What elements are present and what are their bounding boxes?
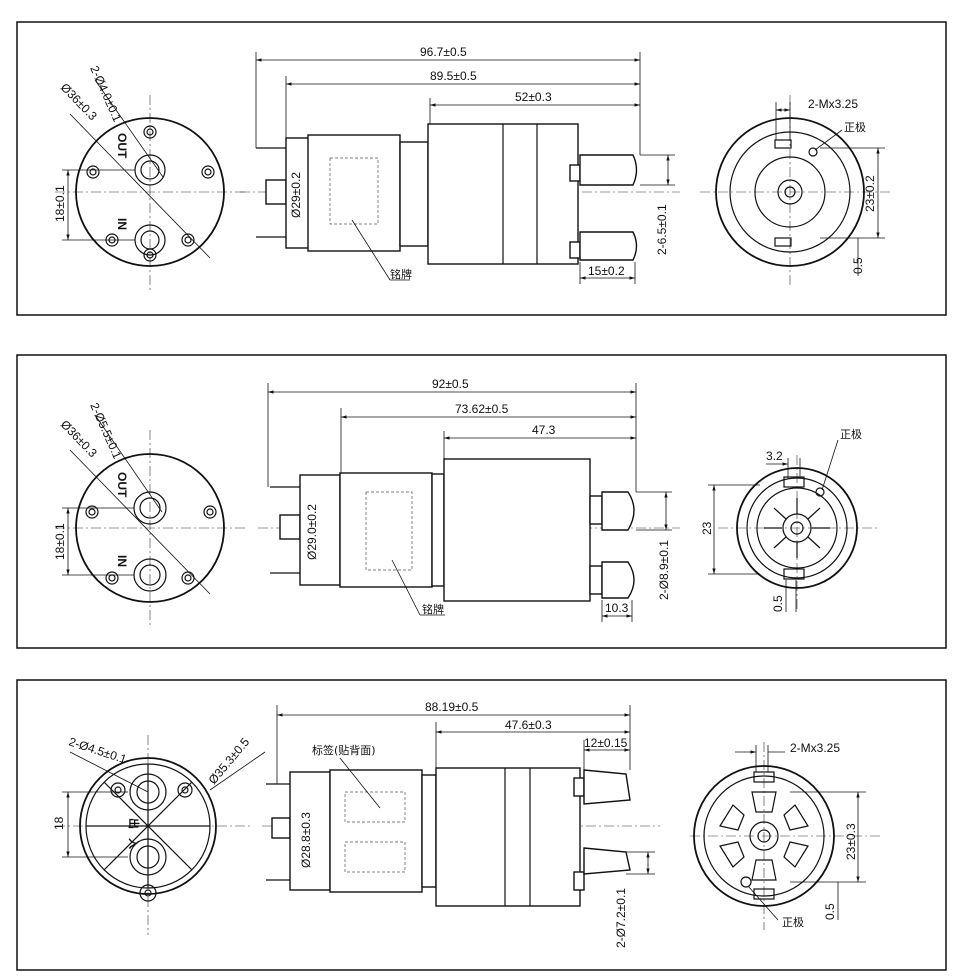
nameplate-label: 标签(贴背面) [312,743,376,757]
total-length-label: 88.19±0.5 [425,700,479,714]
nameplate-label: 铭牌 [390,267,412,281]
port-in-label: IN [115,218,129,230]
nozzle-diameter-label: 2-Ø8.9±0.1 [657,540,671,600]
port-in-label: IN [115,555,129,567]
vent-spokes [764,498,830,558]
offset-label: 0.5 [823,903,837,920]
side-view: 92±0.5 73.62±0.5 47.3 Ø29.0±0.2 10.3 2-Ø… [258,377,680,622]
pump-length-label: 47.3 [532,423,556,437]
panel-3: 18 Ø35.3±0.5 2-Ø4.5±0.1 出 入 [16,679,947,971]
positive-label: 正极 [782,915,804,929]
end-view-left: 18±0.1 Ø36±0.3 2-Ø4.0±0.1 OUT IN [53,64,245,290]
side-view: 88.19±0.5 47.6±0.3 12±0.15 Ø28.8±0.3 2-Ø… [262,700,660,948]
outer-diameter-label: Ø36±0.3 [58,80,100,123]
panel-frame [16,354,947,649]
positive-label: 正极 [840,427,862,441]
end-view-right: 3.2 正极 23 0.5 [700,427,880,612]
port-out-label: 出 [127,818,141,829]
side-view: 96.7±0.5 89.5±0.5 52±0.3 Ø29±0.2 15±0.2 … [240,45,680,284]
nozzle-diameter-label: 2-Ø7.2±0.1 [614,888,628,948]
hole-diameter-label: 2-Ø4.5±0.1 [67,735,129,767]
end-view-right: 2-Mx3.25 正极 23±0.3 0.5 [690,741,880,930]
end-view-left: 18±0.1 Ø36±0.3 2-Ø5.5±0.1 OUT IN [53,401,245,625]
offset-label: 0.5 [771,595,785,612]
port-out-label: OUT [115,472,129,498]
height-label: 23±0.2 [863,175,877,212]
offset-label: 0.5 [851,257,865,274]
port-in-label: 入 [127,838,140,849]
outer-diameter-label: Ø36±0.3 [58,417,100,460]
port-out-label: OUT [115,133,129,159]
motor-diameter-label: Ø29.0±0.2 [305,504,319,560]
spacing-label: 18±0.1 [53,185,67,222]
spacing-label: 18±0.1 [53,523,67,560]
outer-diameter-label: Ø35.3±0.5 [206,735,253,787]
panel-frame [16,679,947,971]
screw-label: 2-Mx3.25 [808,97,858,111]
motor-diameter-label: Ø29±0.2 [289,172,303,218]
motor-diameter-label: Ø28.8±0.3 [299,812,313,868]
nozzle-length-label: 15±0.2 [588,264,625,278]
panel-1: 18±0.1 Ø36±0.3 2-Ø4.0±0.1 OUT IN [16,21,947,316]
positive-label: 正极 [844,120,866,134]
pump-length-label: 52±0.3 [515,90,552,104]
end-view-left: 18 Ø35.3±0.5 2-Ø4.5±0.1 出 入 [52,735,266,935]
end-view-right: 2-Mx3.25 正极 23±0.2 0.5 [700,95,890,285]
panel-2: 18±0.1 Ø36±0.3 2-Ø5.5±0.1 OUT IN [16,354,947,649]
screw-label: 3.2 [766,449,783,463]
mid-length-label: 73.62±0.5 [455,402,509,416]
vent-slots [719,791,809,881]
total-length-label: 96.7±0.5 [420,45,467,59]
total-length-label: 92±0.5 [432,377,469,391]
pump-length-label: 47.6±0.3 [505,718,552,732]
nozzle-diameter-label: 2-6.5±0.1 [655,204,669,255]
nozzle-length-label: 12±0.15 [584,736,628,750]
nameplate-label: 铭牌 [422,602,444,616]
screw-label: 2-Mx3.25 [790,741,840,755]
height-label: 23 [700,521,714,535]
height-label: 23±0.3 [844,823,858,860]
mid-length-label: 89.5±0.5 [430,69,477,83]
spacing-label: 18 [52,816,66,830]
nozzle-length-label: 10.3 [605,601,629,615]
panel-frame [16,21,947,316]
